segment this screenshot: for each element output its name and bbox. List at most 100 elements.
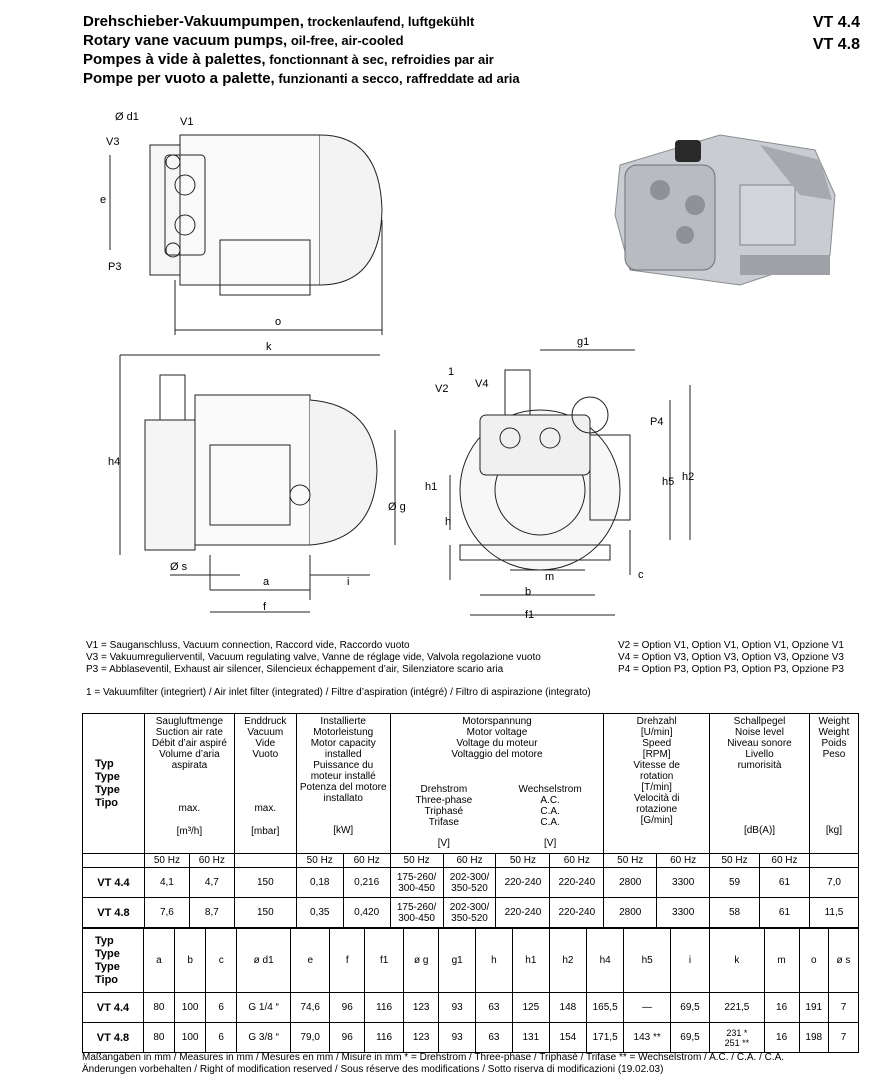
dim-cell: 198	[798, 1022, 829, 1053]
dim-cell: 74,6	[290, 992, 331, 1023]
dim-cell: 7	[827, 1022, 860, 1053]
label-h4: h4	[108, 456, 120, 468]
dim-cell: 96	[329, 1022, 366, 1053]
legend-p3: P3 = Abblaseventil, Exhaust air silencer…	[86, 664, 504, 675]
dim-cell: 231 *251 **	[709, 1022, 765, 1053]
label-k: k	[266, 341, 272, 353]
dim-col-header: h4	[585, 928, 625, 993]
label-h: h	[445, 516, 451, 528]
legend-v3: V3 = Vakuumregulierventil, Vacuum regula…	[86, 652, 541, 663]
dim-cell: G 1/4 “	[236, 992, 292, 1023]
dim-cell: 7	[827, 992, 860, 1023]
dim-col-header: h5	[623, 928, 671, 993]
legend-left: V1 = Sauganschluss, Vacuum connection, R…	[86, 640, 541, 676]
dim-col-header: a	[142, 928, 175, 993]
dim-cell-line: 231 *	[726, 1027, 748, 1038]
dim-col-header: f1	[364, 928, 405, 993]
label-f: f	[263, 601, 267, 613]
technical-drawing: Ø d1 V1 V3 e P3 o k h4 Ø g Ø s a i f g1 …	[100, 111, 694, 621]
dim-cell: 6	[205, 992, 238, 1023]
label-m: m	[545, 571, 554, 583]
dim-cell-line: 251 **	[724, 1037, 750, 1048]
dim-cell: 100	[173, 1022, 207, 1053]
footer-modification: Änderungen vorbehalten / Right of modifi…	[82, 1064, 664, 1075]
label-d1: Ø d1	[115, 111, 139, 123]
dim-cell: 79,0	[290, 1022, 331, 1053]
dim-cell: —	[623, 992, 671, 1023]
label-c: c	[638, 569, 644, 581]
dim-cell: 6	[205, 1022, 238, 1053]
label-f1: f1	[525, 609, 534, 621]
dim-cell: 80	[142, 992, 175, 1023]
title-de: Drehschieber-Vakuumpumpen, trockenlaufen…	[83, 13, 475, 30]
label-1: 1	[448, 366, 454, 378]
label-p4: P4	[650, 416, 663, 428]
dim-cell: 171,5	[585, 1022, 625, 1053]
label-h2: h2	[682, 471, 694, 483]
legend-v2: V2 = Option V1, Option V1, Option V1, Op…	[618, 640, 844, 651]
legend-v1: V1 = Sauganschluss, Vacuum connection, R…	[86, 640, 410, 651]
footer-measures: Maßangaben in mm / Measures in mm / Mesu…	[82, 1052, 785, 1063]
dim-col-header: m	[763, 928, 800, 993]
dim-cell: 63	[475, 992, 513, 1023]
pump-photo	[614, 134, 836, 286]
dim-col-header: ø s	[827, 928, 860, 993]
dim-cell: 69,5	[669, 992, 711, 1023]
dim-cell: 116	[364, 992, 405, 1023]
legend-v4: V4 = Option V3, Option V3, Option V3, Op…	[618, 652, 844, 663]
label-p3: P3	[108, 261, 121, 273]
legend-filter: 1 = Vakuumfilter (integriert) / Air inle…	[86, 687, 591, 698]
title-en: Rotary vane vacuum pumps, oil-free, air-…	[83, 32, 404, 49]
dim-cell: 165,5	[585, 992, 625, 1023]
dim-cell: 221,5	[709, 992, 765, 1023]
dim-cell: 154	[548, 1022, 587, 1053]
label-s: Ø s	[170, 561, 188, 573]
dim-cell: 131	[511, 1022, 550, 1053]
dim-cell: 80	[142, 1022, 175, 1053]
label-a: a	[263, 576, 270, 588]
label-h5: h5	[662, 476, 674, 488]
dim-col-header: ø d1	[236, 928, 292, 993]
title-it: Pompe per vuoto a palette, funzionanti a…	[83, 70, 520, 87]
dim-col-header: o	[798, 928, 829, 993]
legend-p4: P4 = Option P3, Option P3, Option P3, Op…	[618, 664, 844, 675]
label-h1: h1	[425, 481, 437, 493]
dim-cell: 16	[763, 1022, 800, 1053]
label-i: i	[347, 576, 349, 588]
dim-cell: 116	[364, 1022, 405, 1053]
dim-cell: 96	[329, 992, 366, 1023]
dim-col-header: i	[669, 928, 711, 993]
dim-col-header: b	[173, 928, 207, 993]
title-fr: Pompes à vide à palettes, fonctionnant à…	[83, 51, 494, 68]
title-block: Drehschieber-Vakuumpumpen, trockenlaufen…	[83, 12, 520, 88]
label-o: o	[275, 316, 281, 328]
dim-cell: 191	[798, 992, 829, 1023]
dim-col-header: k	[709, 928, 765, 993]
dim-col-header: h2	[548, 928, 587, 993]
dim-cell: 148	[548, 992, 587, 1023]
model-vt44: VT 4.4	[812, 14, 860, 31]
model-vt48: VT 4.8	[812, 36, 860, 53]
dim-col-header: c	[205, 928, 238, 993]
dim-cell: 93	[438, 1022, 477, 1053]
dim-col-header: e	[290, 928, 331, 993]
dim-col-header: f	[329, 928, 366, 993]
label-g: Ø g	[388, 501, 406, 513]
legend-right: V2 = Option V1, Option V1, Option V1, Op…	[618, 640, 844, 676]
dim-cell: G 3/8 “	[236, 1022, 292, 1053]
